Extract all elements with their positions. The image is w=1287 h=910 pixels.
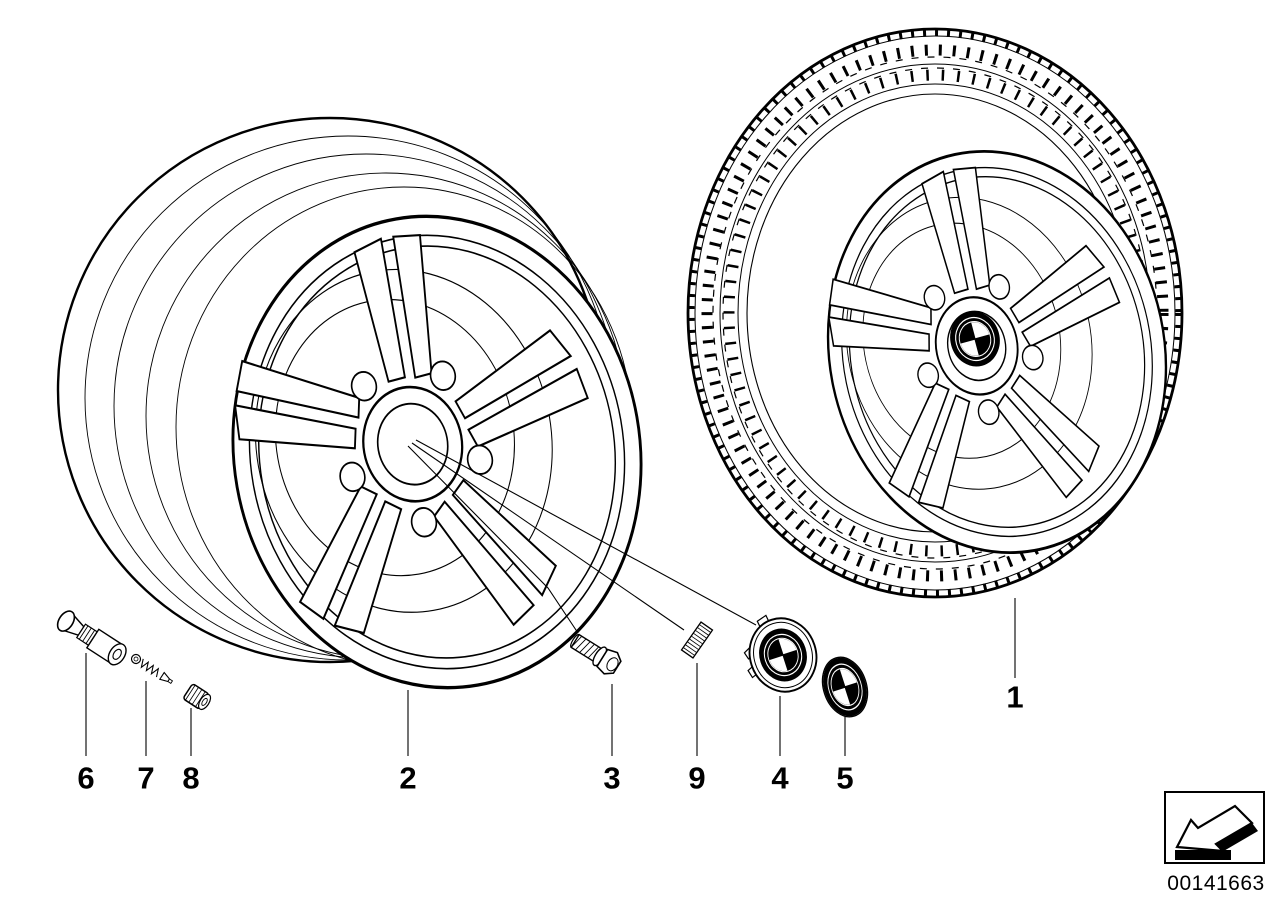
callout-2-label: 2: [399, 760, 417, 796]
callout-4-label: 4: [771, 760, 789, 796]
valve-stem-drawing: [56, 610, 127, 666]
callout-6-label: 6: [77, 760, 95, 796]
leader-lines: [85, 439, 1016, 756]
valve-core-drawing: [130, 653, 174, 685]
wheel-bolt-drawing: [570, 633, 622, 675]
document-number: 00141663: [1167, 872, 1265, 895]
callout-7-label: 7: [137, 760, 155, 796]
stamp-box: [1164, 791, 1265, 864]
callout-5-label: 5: [836, 760, 854, 796]
wheel-tire-assembly-drawing: [686, 27, 1205, 599]
balance-weight-drawing: [680, 621, 714, 659]
oblique-arrow-icon: [1175, 804, 1258, 860]
callout-9-label: 9: [688, 760, 706, 796]
hub-cap-drawing: [743, 614, 818, 693]
callout-3-label: 3: [603, 760, 621, 796]
bmw-emblem-drawing: [815, 652, 875, 722]
callout-8-label: 8: [182, 760, 200, 796]
alloy-rim-drawing: [56, 116, 680, 723]
callout-1-label: 1: [1006, 679, 1024, 715]
valve-cap-drawing: [183, 683, 212, 711]
